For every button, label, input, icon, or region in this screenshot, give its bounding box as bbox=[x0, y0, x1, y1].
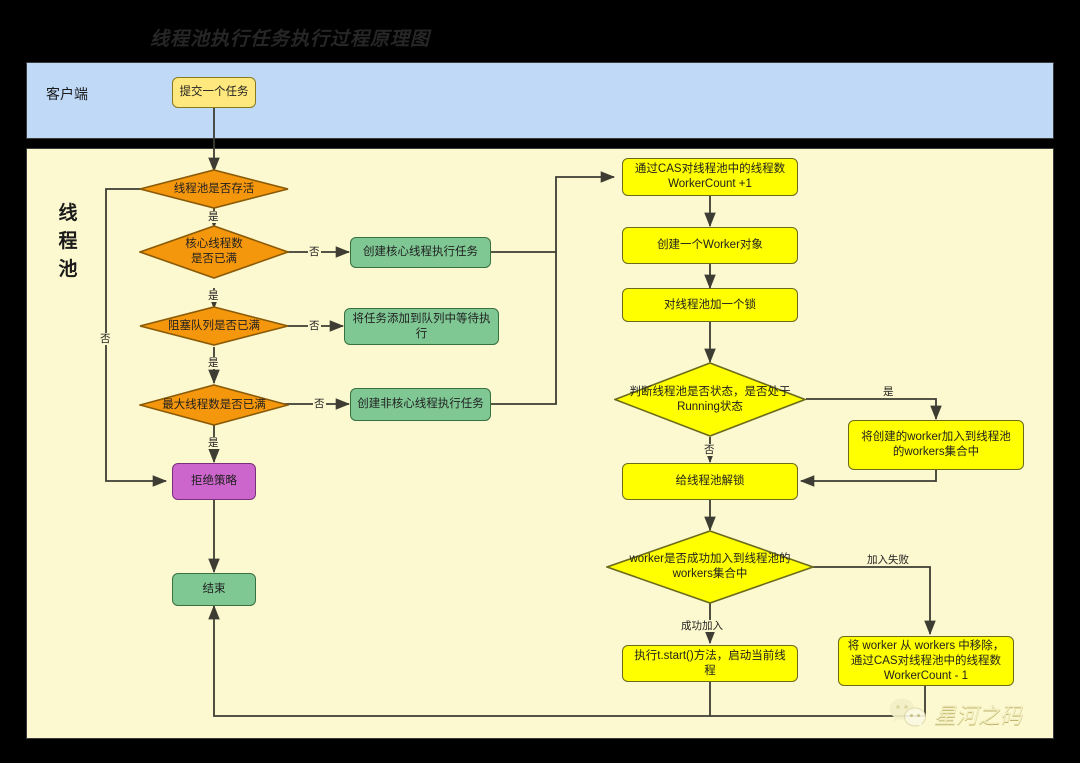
node-queue-full[interactable]: 阻塞队列是否已满 bbox=[139, 306, 289, 346]
edge-label-yes-running: 是 bbox=[882, 386, 895, 398]
client-swimlane-label: 客户端 bbox=[46, 86, 88, 102]
edge-label-no-pool-alive: 否 bbox=[99, 333, 112, 345]
node-pool-running-check[interactable]: 判断线程池是否状态，是否处于 Running状态 bbox=[614, 362, 806, 437]
edge-label-no-core-full: 否 bbox=[308, 246, 321, 258]
edge-label-join-success: 成功加入 bbox=[680, 620, 724, 632]
node-worker-added-check[interactable]: worker是否成功加入到线程池的 workers集合中 bbox=[606, 530, 814, 604]
edge-label-yes-3: 是 bbox=[207, 357, 220, 369]
diamond-shape bbox=[614, 362, 806, 437]
node-create-worker-object[interactable]: 创建一个Worker对象 bbox=[622, 227, 798, 264]
node-start-thread[interactable]: 执行t.start()方法，启动当前线 程 bbox=[622, 645, 798, 682]
node-create-non-core-thread[interactable]: 创建非核心线程执行任务 bbox=[350, 388, 491, 421]
node-unlock-pool[interactable]: 给线程池解锁 bbox=[622, 463, 798, 500]
node-submit-task[interactable]: 提交一个任务 bbox=[172, 77, 256, 108]
edge-label-join-fail: 加入失败 bbox=[866, 554, 910, 566]
diamond-shape bbox=[139, 169, 289, 209]
edge-label-yes-4: 是 bbox=[207, 437, 220, 449]
edge-label-yes-2: 是 bbox=[207, 290, 220, 302]
node-core-threads-full[interactable]: 核心线程数 是否已满 bbox=[139, 225, 289, 279]
node-max-threads-full[interactable]: 最大线程数是否已满 bbox=[139, 384, 289, 426]
diamond-shape bbox=[139, 225, 289, 279]
node-pool-alive[interactable]: 线程池是否存活 bbox=[139, 169, 289, 209]
node-cas-increment-worker-count[interactable]: 通过CAS对线程池中的线程数 WorkerCount +1 bbox=[622, 158, 798, 196]
diamond-shape bbox=[139, 306, 289, 346]
edge-label-no-running: 否 bbox=[703, 444, 716, 456]
node-add-worker-to-workers-set[interactable]: 将创建的worker加入到线程池 的workers集合中 bbox=[848, 420, 1024, 470]
node-reject-policy[interactable]: 拒绝策略 bbox=[172, 463, 256, 500]
node-add-task-to-queue[interactable]: 将任务添加到队列中等待执行 bbox=[344, 308, 499, 345]
diamond-shape bbox=[139, 384, 289, 426]
node-core-threads-full-label: 核心线程数 是否已满 bbox=[185, 238, 243, 265]
diamond-shape bbox=[606, 530, 814, 604]
node-remove-worker[interactable]: 将 worker 从 workers 中移除， 通过CAS对线程池中的线程数 W… bbox=[838, 636, 1014, 686]
edge-label-no-max-full: 否 bbox=[313, 398, 326, 410]
watermark: 星河之码 bbox=[888, 698, 1022, 730]
watermark-text: 星河之码 bbox=[934, 703, 1023, 728]
edge-label-yes-1: 是 bbox=[207, 211, 220, 223]
node-lock-pool[interactable]: 对线程池加一个锁 bbox=[622, 288, 798, 322]
wechat-icon bbox=[889, 698, 926, 728]
page-title: 线程池执行任务执行过程原理图 bbox=[150, 29, 431, 50]
node-create-core-thread[interactable]: 创建核心线程执行任务 bbox=[350, 237, 491, 268]
edge-label-no-queue-full: 否 bbox=[308, 320, 321, 332]
node-end[interactable]: 结束 bbox=[172, 573, 256, 606]
threadpool-swimlane-label: 线程池 bbox=[58, 203, 78, 280]
